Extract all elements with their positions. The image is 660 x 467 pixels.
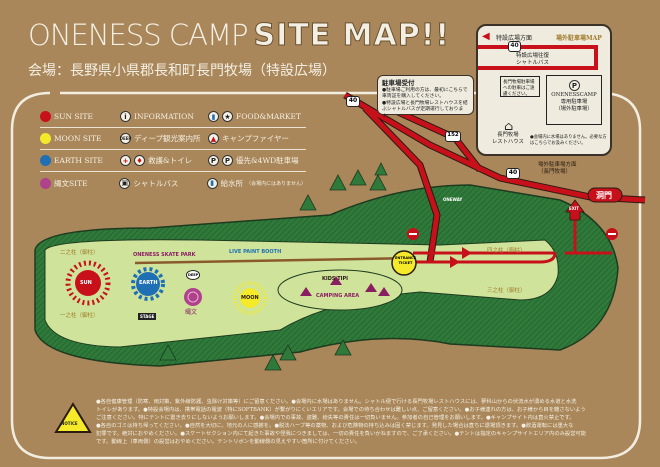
earth-icon: [40, 155, 51, 166]
earth-icon: [131, 267, 165, 301]
bus-icon: ▣: [119, 177, 131, 189]
entrance-ticket: ENTRANCE TICKET: [395, 256, 416, 265]
jomon-site-label: 縄文: [185, 309, 198, 316]
no-entry-icon: [606, 228, 618, 240]
trees: [159, 162, 388, 371]
campfire-icon: ▲: [208, 133, 219, 144]
oneway-label: ONEWAY: [443, 197, 463, 202]
moon-site-label: MOON: [241, 295, 259, 301]
toilet-icon: ♦: [134, 155, 145, 166]
exit-arrow: [565, 199, 585, 221]
route-40-sign: 40: [506, 168, 520, 179]
venue-subtitle: 会場：長野県小県郡長和町長門牧場（特設広場）: [28, 63, 336, 79]
domon-sign: [587, 187, 623, 203]
kids-tipi-label: KIDS TIPI: [322, 276, 349, 282]
star-icon: ★: [222, 111, 233, 122]
4wd-parking-icon: P: [222, 155, 233, 166]
notice-label: NOTICE: [61, 421, 78, 426]
entrance-ticket-icon: [391, 250, 417, 276]
deep-icon: DEEP: [120, 133, 131, 144]
moon-icon: [233, 281, 267, 315]
route-152-sign: 152: [445, 131, 461, 142]
water-station-icon: ▮: [206, 177, 218, 189]
first-aid-icon: +: [120, 155, 131, 166]
no-entry-icon: [407, 228, 419, 240]
priority-parking-icon: P: [208, 155, 219, 166]
offsite-parking-direction: 場外駐車場方面 （長門牧場）: [538, 162, 577, 175]
rest-house-icon: ⌂: [504, 119, 514, 133]
sun-icon: [65, 260, 111, 306]
sun-site-label: SUN: [80, 280, 92, 286]
camping-area-label: CAMPING AREA: [316, 293, 360, 299]
arrow-left-icon: ◀: [482, 31, 490, 42]
pillar-4-label: 四之柱（御柱）: [487, 248, 526, 254]
domon-label: 洞門: [596, 191, 612, 200]
jomon-icon: [184, 288, 202, 306]
camping-area: [277, 269, 403, 311]
exit-label: EXIT: [569, 206, 580, 211]
frame-border: [10, 91, 642, 460]
live-paint-booth-label: LIVE PAINT BOOTH: [229, 249, 282, 255]
pillar-1-label: 一之柱（御柱）: [60, 313, 99, 319]
stage-label: STAGE: [138, 313, 157, 320]
jomon-icon: [40, 177, 51, 189]
moon-icon: [40, 133, 51, 144]
parking-icon: P: [569, 80, 580, 91]
offsite-parking-map: ◀ 特設広場方面 場外駐車場MAP 40 特設広場往復 シャトルバス 長門牧場駐…: [476, 24, 612, 156]
notice-icon: [54, 402, 92, 433]
skate-park-label: ONENESS SKATE PARK: [133, 252, 196, 258]
water-bottle-icon: ▮: [208, 111, 219, 122]
earth-site-label: EARTH: [139, 280, 158, 286]
info-icon: i: [120, 111, 131, 122]
pillar-2-label: 二之柱（御柱）: [60, 250, 99, 256]
route-40-sign: 40: [346, 96, 360, 107]
notice-text: ●各自健康管理（防寒、雨対策、紫外線防護、虫除け対策等）にご留意ください。●会場…: [96, 399, 587, 445]
sun-icon: [40, 111, 51, 122]
pillar-3-label: 三之柱（御柱）: [487, 288, 526, 294]
deep-icon: DEEP: [186, 270, 201, 280]
parking-reception-callout: 駐車場受付 ●駐車場ご利用の方は、最初にこちらで車両証を購入してください。 ●特…: [377, 75, 474, 119]
